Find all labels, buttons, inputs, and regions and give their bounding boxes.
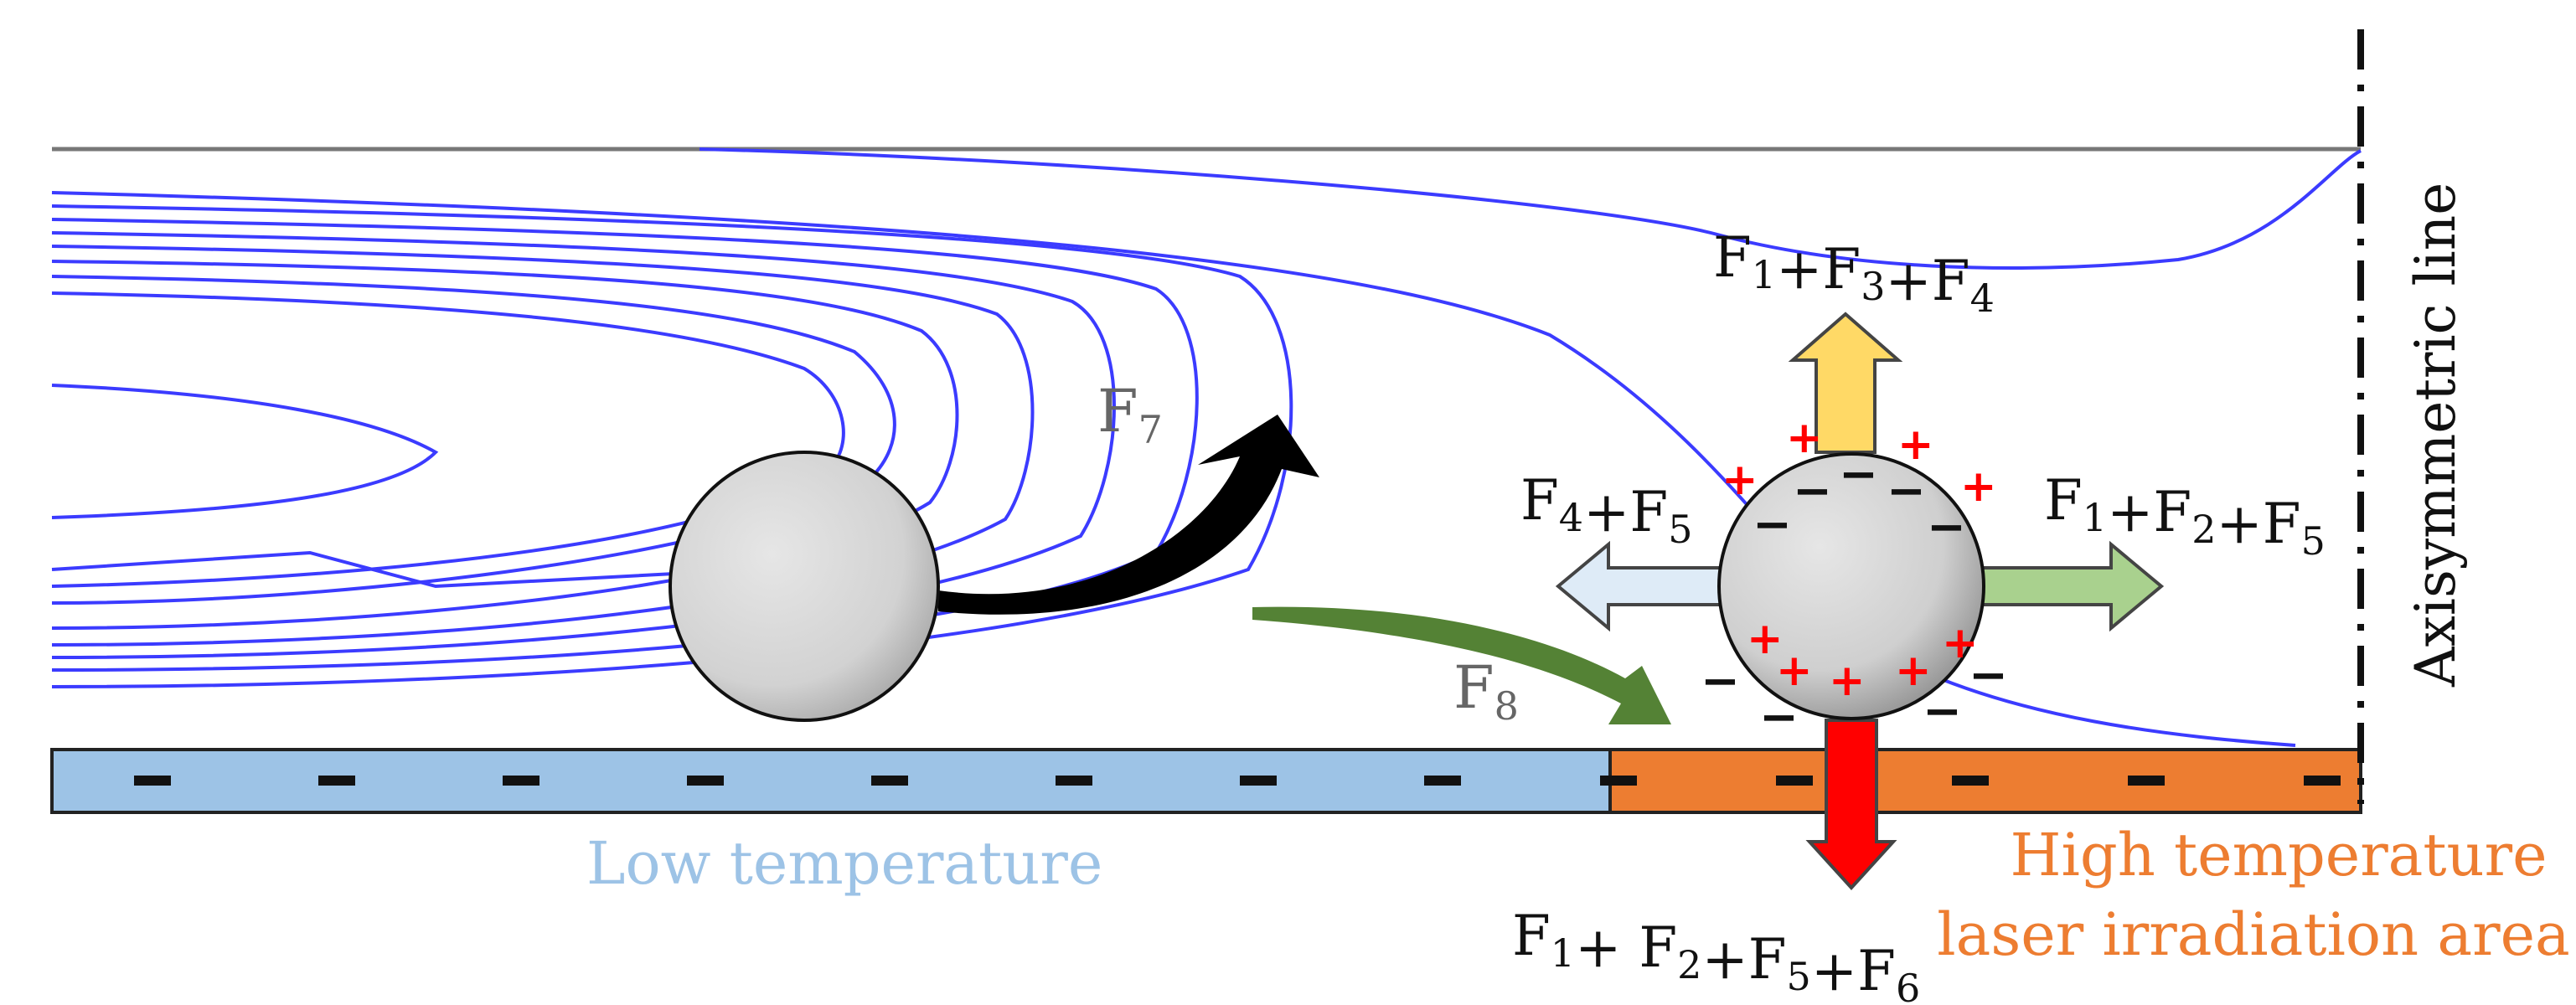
charge-minus: − <box>1839 447 1878 502</box>
force-subscript: 5 <box>1787 954 1811 999</box>
force-subscript: 1 <box>2083 495 2107 540</box>
down-force-arrow <box>1805 719 1897 890</box>
formula-operator: + <box>1583 480 1629 544</box>
neutral-particle <box>669 451 940 722</box>
formula-operator: + <box>1575 915 1639 980</box>
force-symbol: F <box>1932 249 1970 313</box>
force-subscript: 2 <box>1677 942 1701 987</box>
force-subscript: 2 <box>2191 507 2216 552</box>
charge-plus: + <box>1722 455 1758 505</box>
up-force-label: F1+F3+F4 <box>1713 225 1995 321</box>
high-temperature-label: High temperature <box>2010 821 2547 889</box>
charge-minus: − <box>1969 648 2008 703</box>
charge-minus: − <box>1701 654 1740 709</box>
axisymmetric-label: Axisymmetric line <box>2403 183 2468 688</box>
force-subscript: 3 <box>1861 264 1885 309</box>
force-subscript: 4 <box>1970 276 1995 321</box>
left-force-arrow <box>1555 540 1727 632</box>
force-subscript: 5 <box>2301 518 2326 564</box>
force-subscript: 6 <box>1896 966 1920 1005</box>
force-subscript: 8 <box>1494 683 1519 729</box>
force-symbol: F <box>1512 904 1551 968</box>
streamlines <box>51 147 2362 747</box>
left-force-label: F4+F5 <box>1520 468 1692 552</box>
force-symbol: F <box>1822 237 1861 302</box>
charge-minus: − <box>1793 464 1832 518</box>
force-symbol: F <box>1629 480 1668 544</box>
charged-particle <box>1717 452 1985 720</box>
formula-operator: + <box>1701 927 1747 992</box>
up-force-arrow <box>1788 312 1903 454</box>
force-subscript: 1 <box>1752 252 1776 297</box>
charge-minus: − <box>1923 684 1962 739</box>
charge-minus: − <box>1753 497 1792 552</box>
charge-plus: + <box>1897 420 1934 470</box>
force-symbol: F <box>2044 468 2083 533</box>
force-symbol: F <box>1713 225 1752 290</box>
force-symbol: F <box>1748 927 1787 992</box>
right-force-arrow <box>1975 540 2165 632</box>
laser-irradiation-label: laser irradiation area <box>1937 900 2570 969</box>
charge-plus: + <box>1786 413 1823 463</box>
charge-minus: − <box>1759 690 1799 745</box>
formula-operator: + <box>1776 237 1822 302</box>
force-symbol: F <box>1453 653 1494 722</box>
force-symbol: F <box>1639 915 1677 980</box>
substrate-negative-charges <box>134 776 2341 786</box>
force-symbol: F <box>1520 468 1559 533</box>
charge-plus: + <box>1895 646 1932 696</box>
force-symbol: F <box>2263 492 2301 556</box>
charge-plus: + <box>1960 461 1997 512</box>
force-symbol: F <box>1097 377 1138 446</box>
f7-label: F7 <box>1097 377 1163 452</box>
formula-operator: + <box>2216 492 2262 556</box>
formula-operator: + <box>1885 249 1931 313</box>
force-subscript: 7 <box>1138 407 1163 452</box>
low-temperature-region <box>50 748 1612 814</box>
charge-minus: − <box>1887 464 1926 518</box>
force-subscript: 1 <box>1551 930 1575 976</box>
force-symbol: F <box>1857 939 1896 1003</box>
right-force-label: F1+F2+F5 <box>2044 468 2326 564</box>
charge-plus: + <box>1747 614 1784 664</box>
formula-operator: + <box>2107 480 2153 544</box>
force-symbol: F <box>2153 480 2191 544</box>
charge-plus: + <box>1829 656 1866 706</box>
charge-plus: + <box>1942 618 1979 668</box>
particle-charges: + + + + − − − − − + + + + + − − − − <box>1701 413 2008 745</box>
formula-operator: + <box>1811 939 1857 1003</box>
charge-plus: + <box>1776 646 1813 696</box>
force-subscript: 4 <box>1559 495 1583 540</box>
force-subscript: 5 <box>1668 507 1692 552</box>
f7-arrow <box>938 415 1319 615</box>
down-force-label: F1+ F2+F5+F6 <box>1512 904 1920 1005</box>
low-temperature-label: Low temperature <box>586 829 1102 898</box>
f8-arrow <box>1252 606 1671 724</box>
f8-label: F8 <box>1453 653 1519 729</box>
charge-minus: − <box>1927 500 1966 554</box>
